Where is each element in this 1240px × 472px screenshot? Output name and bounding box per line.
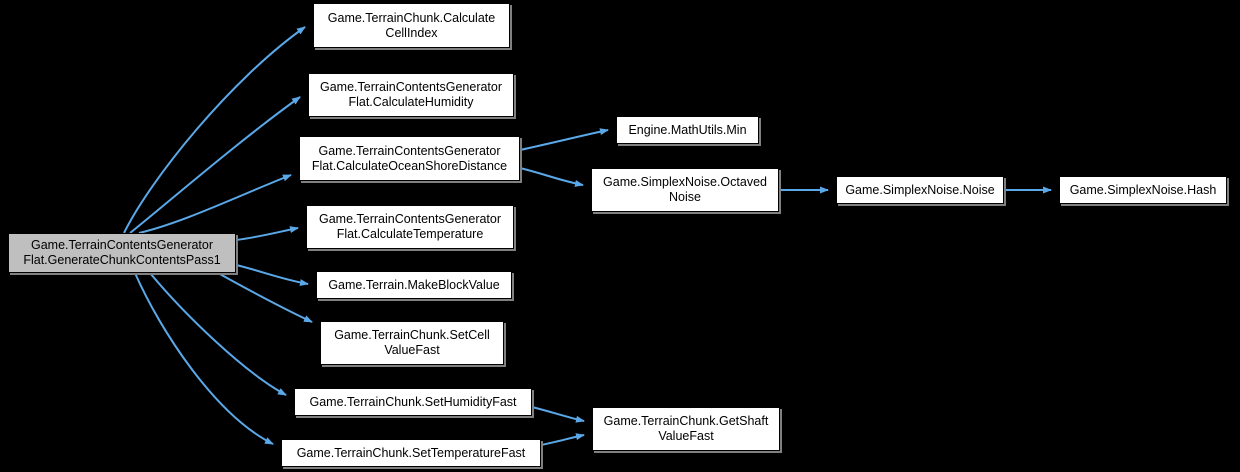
edge-root-to-make_block_value	[235, 264, 309, 287]
edge-root-to-set_temperature_fast	[134, 272, 274, 445]
node-octaved_noise[interactable]: Game.SimplexNoise.Octaved Noise	[591, 168, 779, 212]
node-math_utils_min[interactable]: Engine.MathUtils.Min	[616, 116, 759, 144]
edge-set_temperature_fast-to-get_shaft_value_fast	[540, 433, 585, 446]
node-label-simplex_noise: Game.SimplexNoise.Noise	[845, 182, 995, 197]
node-simplex_noise[interactable]: Game.SimplexNoise.Noise	[836, 176, 1004, 204]
node-label-set_cell_value_fast: Game.TerrainChunk.SetCell ValueFast	[334, 328, 490, 357]
edge-root-to-set_cell_value_fast	[217, 272, 313, 323]
edge-root-to-calc_cell_index	[123, 26, 306, 234]
node-label-octaved_noise: Game.SimplexNoise.Octaved Noise	[603, 175, 767, 204]
node-label-calc_cell_index: Game.TerrainChunk.Calculate CellIndex	[327, 10, 496, 40]
node-label-root: Game.TerrainContentsGenerator Flat.Gener…	[23, 238, 221, 267]
node-label-calc_temperature: Game.TerrainContentsGenerator Flat.Calcu…	[318, 212, 502, 241]
node-set_temperature_fast[interactable]: Game.TerrainChunk.SetTemperatureFast	[281, 439, 541, 467]
edge-root-to-set_humidity_fast	[149, 272, 287, 396]
node-label-math_utils_min: Engine.MathUtils.Min	[628, 122, 747, 137]
node-simplex_hash[interactable]: Game.SimplexNoise.Hash	[1059, 176, 1227, 204]
edge-set_humidity_fast-to-get_shaft_value_fast	[531, 406, 585, 423]
node-label-get_shaft_value_fast: Game.TerrainChunk.GetShaft ValueFast	[603, 414, 769, 443]
edge-calc_ocean_shore-to-octaved_noise	[519, 167, 584, 187]
edge-calc_ocean_shore-to-math_utils_min	[519, 128, 609, 151]
node-label-set_humidity_fast: Game.TerrainChunk.SetHumidityFast	[309, 394, 517, 409]
node-calc_ocean_shore[interactable]: Game.TerrainContentsGenerator Flat.Calcu…	[299, 136, 520, 181]
node-label-simplex_hash: Game.SimplexNoise.Hash	[1069, 182, 1217, 197]
node-make_block_value[interactable]: Game.Terrain.MakeBlockValue	[316, 271, 512, 299]
edge-root-to-calc_ocean_shore	[138, 174, 292, 234]
node-label-set_temperature_fast: Game.TerrainChunk.SetTemperatureFast	[296, 445, 526, 460]
edge-root-to-calc_temperature	[235, 226, 299, 241]
edge-root-to-calc_humidity	[129, 96, 301, 234]
node-calc_temperature[interactable]: Game.TerrainContentsGenerator Flat.Calcu…	[306, 205, 514, 249]
node-set_humidity_fast[interactable]: Game.TerrainChunk.SetHumidityFast	[294, 388, 532, 416]
node-label-calc_ocean_shore: Game.TerrainContentsGenerator Flat.Calcu…	[311, 143, 508, 173]
edges	[123, 26, 1052, 446]
node-calc_humidity[interactable]: Game.TerrainContentsGenerator Flat.Calcu…	[308, 73, 514, 117]
node-set_cell_value_fast[interactable]: Game.TerrainChunk.SetCell ValueFast	[320, 321, 504, 365]
node-label-make_block_value: Game.Terrain.MakeBlockValue	[328, 277, 500, 292]
node-label-calc_humidity: Game.TerrainContentsGenerator Flat.Calcu…	[319, 80, 503, 109]
node-root[interactable]: Game.TerrainContentsGenerator Flat.Gener…	[8, 233, 236, 273]
node-calc_cell_index[interactable]: Game.TerrainChunk.Calculate CellIndex	[313, 3, 510, 48]
node-get_shaft_value_fast[interactable]: Game.TerrainChunk.GetShaft ValueFast	[592, 407, 780, 451]
